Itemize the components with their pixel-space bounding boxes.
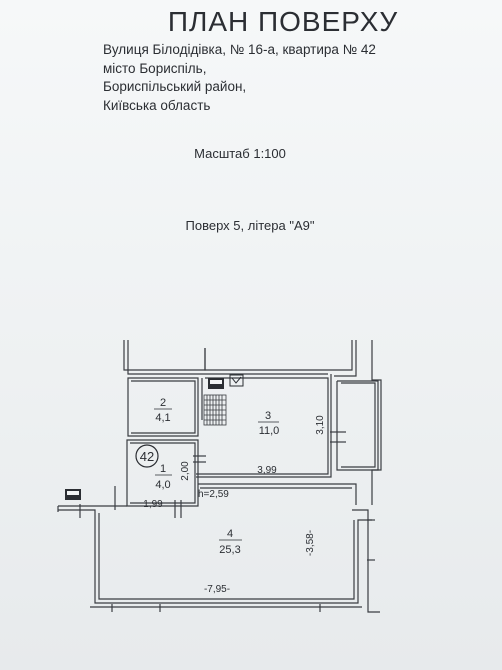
- address-line: Вулиця Білодідівка, № 16-а, квартира № 4…: [103, 42, 376, 57]
- apartment-number-circle: [135, 444, 159, 468]
- ceiling-height: h=2,59: [198, 489, 229, 500]
- room-1-width-dimension: 1,99: [143, 499, 163, 510]
- room-1-height-dimension: 2,00: [180, 461, 191, 481]
- scale-text: Масштаб 1:100: [194, 146, 286, 161]
- document-title-text: ПЛАН ПОВЕРХУ: [167, 6, 399, 37]
- plan-walls: [57, 340, 382, 613]
- room-4-area: 25,3: [219, 544, 240, 556]
- address-block: Вулиця Білодідівка, № 16-а, квартира № 4…: [103, 41, 376, 115]
- room-1-area: 4,0: [155, 479, 170, 491]
- room-3-height-dimension: 3,10: [315, 415, 326, 435]
- address-line: Бориспільський район,: [103, 79, 247, 94]
- room-4-number: 4: [227, 528, 233, 540]
- document-title: ПЛАН ПОВЕРХУ: [0, 6, 502, 38]
- room-2-area: 4,1: [155, 412, 170, 424]
- floor-label: Поверх 5, літера "А9": [0, 218, 502, 233]
- room-3-area: 11,0: [259, 425, 280, 437]
- ventilation-shaft-hatch: [203, 394, 227, 426]
- room-4-width-dimension: -7,95-: [204, 584, 230, 595]
- room-3-number: 3: [265, 410, 271, 422]
- room-4-height-dimension: -3,58-: [305, 530, 316, 556]
- scale-label: Масштаб 1:100: [0, 146, 502, 161]
- apartment-number: 42: [140, 449, 154, 464]
- electric-panel-icon: [65, 489, 81, 500]
- room-2-number: 2: [160, 397, 166, 409]
- address-line: місто Бориспіль,: [103, 60, 207, 76]
- gas-meter-icon: [229, 374, 244, 387]
- address-line: Київська область: [103, 97, 211, 113]
- floor-text: Поверх 5, літера "А9": [185, 218, 315, 233]
- electric-meter-icon: [208, 378, 224, 389]
- room-1-number: 1: [160, 463, 166, 475]
- room-3-width-dimension: 3,99: [257, 465, 277, 476]
